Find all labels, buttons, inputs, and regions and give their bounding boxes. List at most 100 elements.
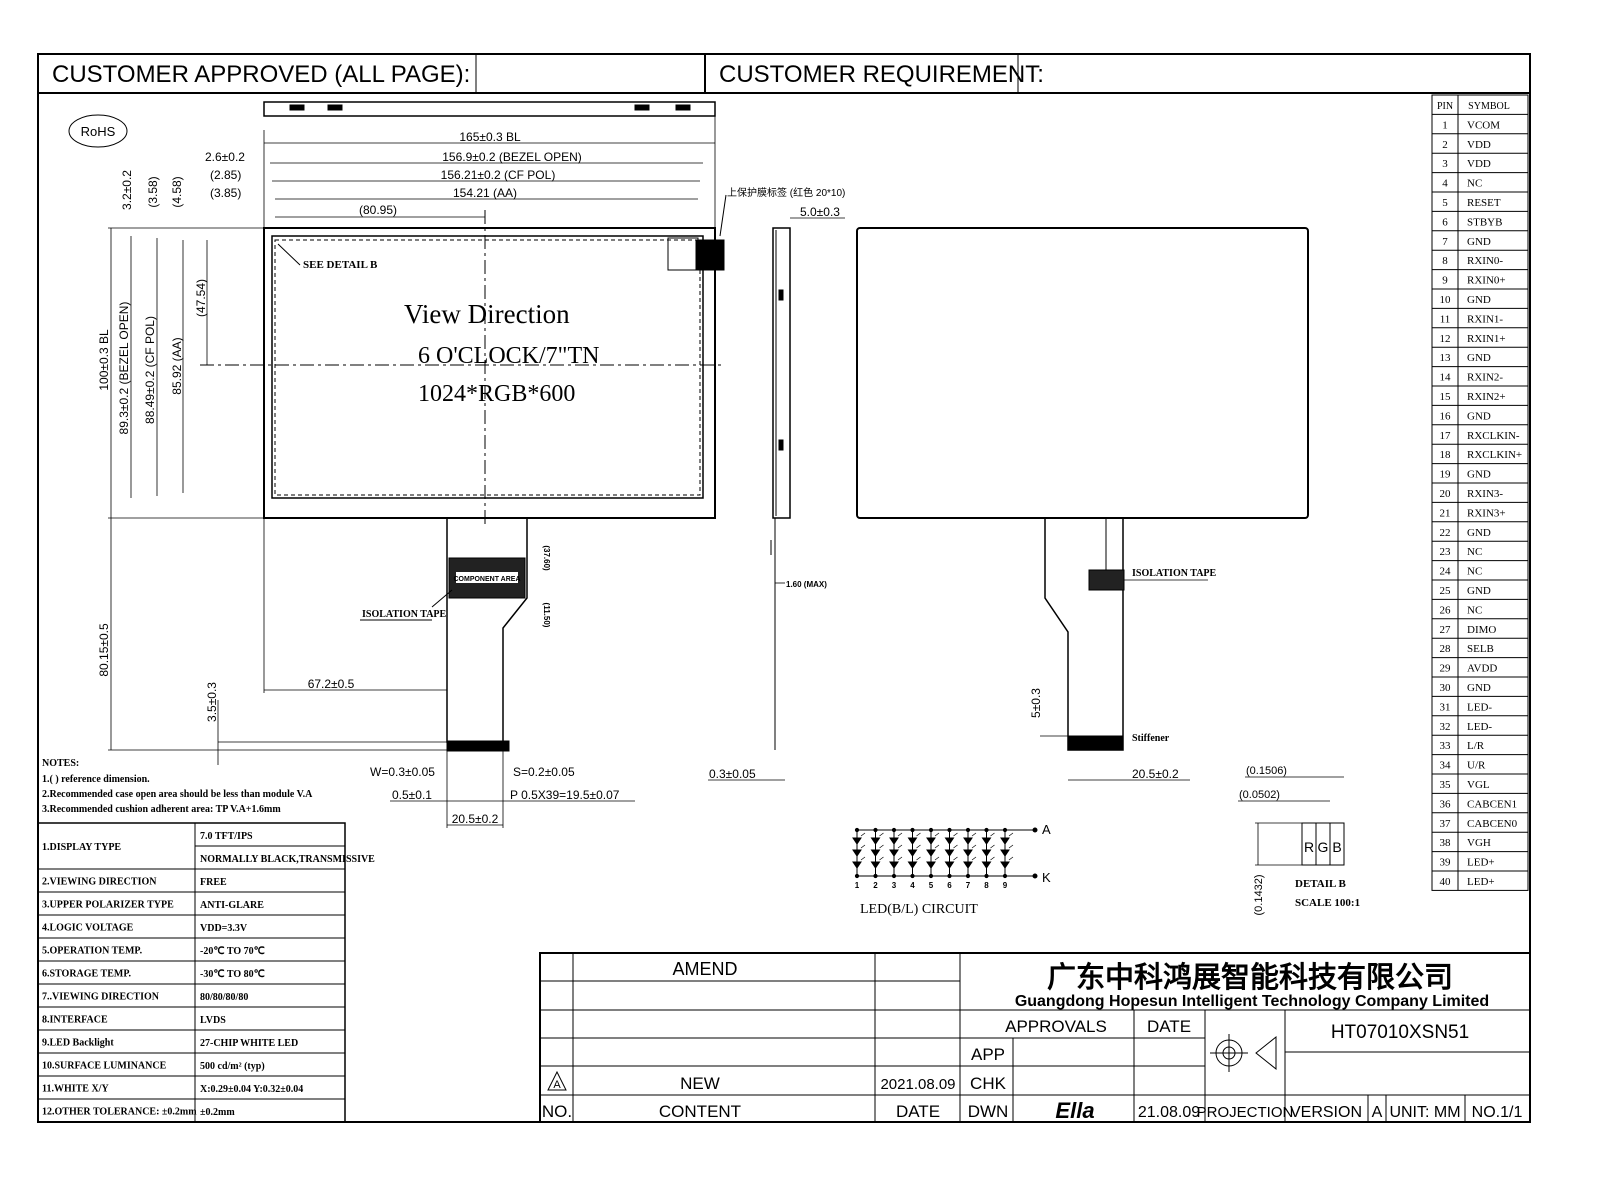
led-string: 2 [870,827,884,890]
pin-number: 20 [1440,488,1452,500]
led-diode-icon [889,849,899,857]
pin-symbol: CABCEN0 [1467,818,1518,830]
pin-number: 25 [1440,585,1452,597]
dwn-date: 21.08.09 [1138,1104,1200,1121]
pin-symbol: RXIN3+ [1467,507,1506,519]
led-diode-icon [907,861,918,869]
spec-value: 80/80/80/80 [200,992,248,1003]
note-item: 1.( ) reference dimension. [42,774,150,785]
stiffener-label: Stiffener [1132,733,1170,744]
dim-detail-h: (0.1432) [1253,875,1265,916]
pin-symbol: L/R [1467,740,1485,752]
led-diode-icon [1000,861,1010,869]
detail-b-title: DETAIL B [1295,878,1347,890]
led-column-label: 1 [855,881,860,890]
version-value: A [1372,1104,1383,1121]
spec-label: 3.UPPER POLARIZER TYPE [42,900,174,911]
version-label: VERSION [1290,1104,1362,1121]
spec-value: 27-CHIP WHITE LED [200,1038,298,1049]
dim-side-b: 0.3±0.05 [709,767,756,781]
pin-symbol: CABCEN1 [1467,798,1517,810]
dim-side-max: 1.60 (MAX) [786,580,827,589]
dim-center-x: (80.95) [359,203,397,217]
dim-pitch: P 0.5X39=19.5±0.07 [510,788,620,802]
pin-symbol: RXIN2- [1467,372,1503,384]
pin-number: 4 [1442,178,1448,190]
pin-number: 29 [1440,663,1452,675]
dim-pitch-edge: 0.5±0.1 [392,788,432,802]
approvals-label: APPROVALS [1005,1017,1107,1036]
led-diode-icon [1000,837,1010,845]
stiffener [1067,735,1124,751]
component-area-label: COMPONENT AREA [453,576,520,583]
dim-top-aa: (4.58) [170,176,184,207]
dim-bl-width: 165±0.3 BL [459,130,521,144]
pin-symbol: VDD [1467,158,1491,170]
resolution-text: 1024*RGB*600 [418,381,575,407]
spec-label: 1.DISPLAY TYPE [42,842,121,853]
notes-title: NOTES: [42,758,79,769]
pin-number: 12 [1440,333,1451,345]
title-block: AMEND 广东中科鸿展智能科技有限公司 Guangdong Hopesun I… [539,952,1531,1123]
spec-label: 10.SURFACE LUMINANCE [42,1061,167,1072]
led-diode-icon [981,861,992,869]
dim-fpc-b: (11.50) [542,603,551,628]
led-column-label: 4 [910,881,915,890]
pin-number: 33 [1440,740,1452,752]
spec-value: -20℃ TO 70℃ [200,946,265,957]
dim-bezel-open-w: 156.9±0.2 (BEZEL OPEN) [442,150,582,164]
led-diode-icon [889,837,899,845]
led-diode-icon [944,837,955,845]
led-column-label: 6 [947,881,952,890]
led-diode-icon [852,861,862,869]
projection-symbol-icon [1210,1034,1277,1072]
led-circuit-label: LED(B/L) CIRCUIT [860,902,978,917]
spec-label: 4.LOGIC VOLTAGE [42,923,134,934]
protective-label-note: 上保护膜标签 (红色 20*10) [727,186,845,199]
led-column-label: 9 [1003,881,1008,890]
pin-symbol: SELB [1467,643,1494,655]
module-outline [263,227,716,519]
led-string: 7 [963,827,977,890]
pin-symbol: VGL [1467,779,1490,791]
active-area [274,239,701,496]
signature: Ella [1055,1098,1094,1123]
notes: NOTES: 1.( ) reference dimension. 2.Reco… [42,758,313,815]
dim-cf-pol-w: 156.21±0.2 (CF POL) [441,168,556,182]
pin-number: 22 [1440,527,1451,539]
dim-rear-w: 20.5±0.2 [1132,767,1179,781]
model-number: HT07010XSN51 [1331,1022,1469,1043]
led-string: 3 [889,827,903,890]
led-column-label: 8 [984,881,989,890]
pin-number: 2 [1442,139,1448,151]
revision-symbol: A [553,1079,561,1091]
spec-label: 6.STORAGE TEMP. [42,969,132,980]
led-string: 6 [944,827,958,890]
pin-number: 30 [1440,682,1452,694]
dim-fpc-a: (37.60) [542,545,551,571]
spec-value: 500 cd/m² (typ) [200,1061,265,1072]
dim-cf-pol-h: 88.49±0.2 (CF POL) [143,316,157,424]
dim-left-cf: (2.85) [210,168,241,182]
anode-label: A [1042,822,1051,837]
pin-row: 33 L/R [1432,734,1528,752]
spec-row: 10.SURFACE LUMINANCE 500 cd/m² (typ) [38,1061,345,1077]
spec-value: FREE [200,877,227,888]
rear-isolation-tape-label: ISOLATION TAPE [1132,568,1217,579]
